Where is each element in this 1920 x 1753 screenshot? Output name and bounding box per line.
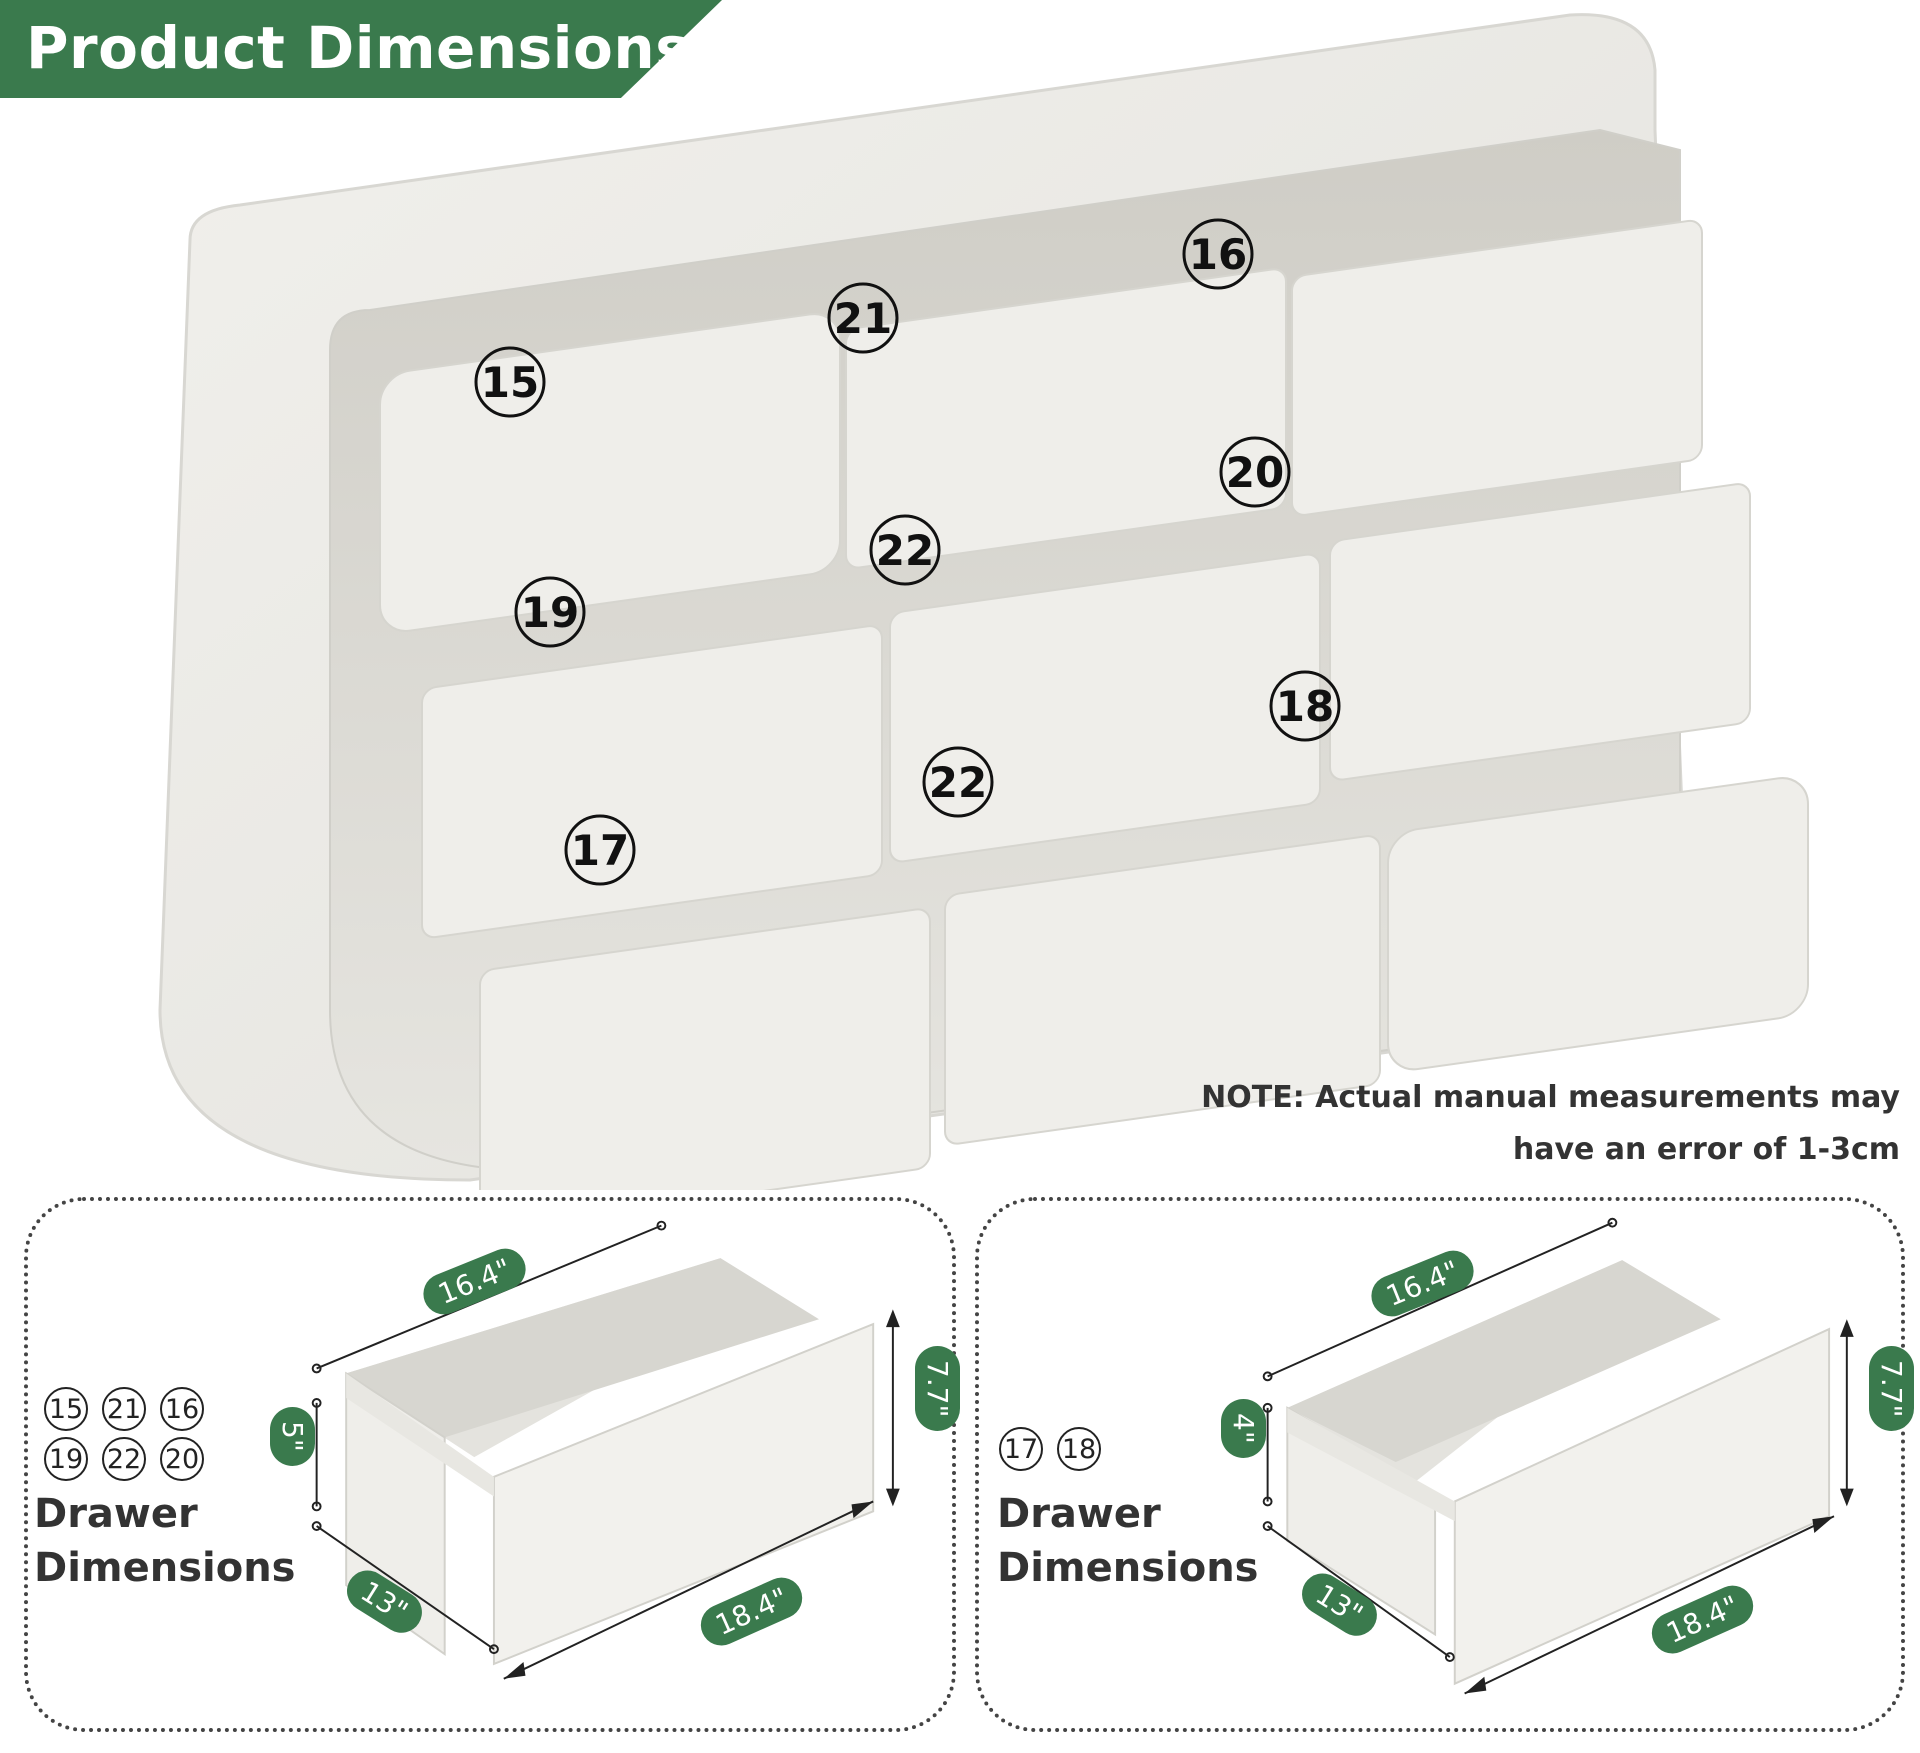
note-line-1: NOTE: Actual manual measurements may (1201, 1080, 1900, 1115)
drawer-diagram (311, 1220, 900, 1680)
drawer-front (1329, 483, 1751, 781)
panel-title: Drawer Dimensions (997, 1487, 1258, 1595)
drawer-front (1291, 219, 1703, 516)
drawer-number-badge: 21 (827, 282, 899, 354)
drawer-box-front (492, 1322, 875, 1666)
panel-title-line-2: Dimensions (34, 1545, 296, 1591)
side-height-measurement: 4" (1221, 1399, 1266, 1458)
drawer-number: 17 (571, 826, 629, 875)
panel-title-line-2: Dimensions (997, 1545, 1259, 1591)
drawer-front (1387, 777, 1809, 1071)
drawer-box-inner (1287, 1260, 1721, 1463)
drawer-front (479, 908, 931, 1190)
drawer-number-badge: 18 (1269, 670, 1341, 742)
drawer-number-badge: 17 (999, 1427, 1043, 1471)
drawer-number-badge: 22 (102, 1437, 146, 1481)
note-line-2: have an error of 1-3cm (1512, 1132, 1900, 1167)
side-height-measurement: 5" (270, 1407, 315, 1466)
drawer-number: 15 (481, 358, 539, 407)
drawer-front (379, 313, 841, 632)
panel-title: Drawer Dimensions (34, 1487, 295, 1595)
drawer-number: 19 (521, 588, 579, 637)
drawer-number-badge: 20 (160, 1437, 204, 1481)
drawer-front (944, 835, 1381, 1145)
drawer-number-badges: 15 21 16 19 22 20 (44, 1387, 244, 1481)
drawer-number-badge: 16 (1182, 218, 1254, 290)
drawer-number-badge: 22 (869, 514, 941, 586)
drawer-number: 22 (929, 758, 987, 807)
drawer-number-badge: 16 (160, 1387, 204, 1431)
drawer-number-badge: 19 (514, 576, 586, 648)
measurement-note: NOTE: Actual manual measurements may hav… (1000, 1072, 1900, 1176)
page-title: Product Dimensions (26, 14, 691, 82)
drawer-number: 22 (876, 526, 934, 575)
drawer-number: 21 (834, 294, 892, 343)
drawer-box-inner (346, 1258, 820, 1438)
drawer-box-bottom (1287, 1407, 1455, 1522)
drawer-front (421, 625, 883, 939)
drawer-box-bottom (346, 1373, 494, 1497)
drawer-number-badge: 20 (1219, 436, 1291, 508)
drawer-front (889, 553, 1321, 863)
drawer-number-badge: 17 (564, 814, 636, 886)
drawer-number: 18 (1276, 682, 1334, 731)
front-height-measurement: 7.7" (915, 1346, 960, 1432)
drawer-number-badge: 22 (922, 746, 994, 818)
drawer-number: 16 (1189, 230, 1247, 279)
drawer-number-badge: 15 (474, 346, 546, 418)
drawer-box-front (1453, 1327, 1831, 1686)
drawer-number-badge: 19 (44, 1437, 88, 1481)
panel-title-line-1: Drawer (34, 1491, 198, 1537)
drawer-front (845, 268, 1287, 569)
panel-title-line-1: Drawer (997, 1491, 1161, 1537)
front-height-measurement: 7.7" (1869, 1346, 1914, 1432)
dresser-illustration: 15 21 16 19 22 20 17 22 18 (158, 13, 1809, 1190)
drawer-diagram (1262, 1217, 1854, 1695)
drawer-number-badge: 15 (44, 1387, 88, 1431)
drawer-number: 20 (1226, 448, 1284, 497)
drawer-number-badge: 21 (102, 1387, 146, 1431)
drawer-number-badge: 18 (1057, 1427, 1101, 1471)
title-banner (0, 0, 722, 98)
